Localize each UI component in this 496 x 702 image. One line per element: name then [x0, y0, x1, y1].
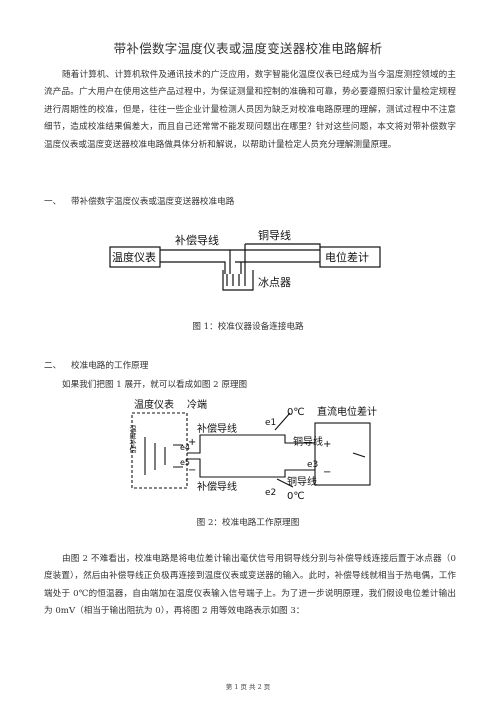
plus-sign-meter: +: [188, 437, 196, 448]
potentiometer-label: 直流电位差计: [317, 405, 377, 418]
potentiometer-label: 电位差计: [325, 250, 369, 264]
minus-sign-meter: −: [188, 465, 196, 476]
meter-side-text: 温度补偿: [129, 424, 137, 454]
comp-wire-lower-label: 补偿导线: [197, 480, 237, 493]
potentiometer-box: [319, 246, 381, 268]
figure-1-diagram: 温度仪表 补偿导线 铜导线 冰点器 电位差计: [109, 230, 381, 291]
ice-bath-vessel: [222, 270, 254, 291]
zero-upper-label: 0℃: [287, 407, 305, 418]
figure-2-caption: 图 2：校准电路工作原理图: [196, 518, 300, 528]
meter-label: 温度仪表: [112, 250, 156, 264]
meter-label: 温度仪表: [134, 398, 174, 411]
e2-label: e2: [265, 488, 276, 498]
section-1-heading: 一、带补偿数字温度仪表或温度变送器校准电路: [44, 197, 235, 207]
e3-label: e3: [307, 460, 318, 470]
intro-paragraph: 随着计算机、计算机软件及通讯技术的广泛应用，数字智能化温度仪表已经成为当今温度测…: [44, 70, 456, 150]
comp-wire-label: 补偿导线: [175, 233, 219, 247]
figure-2-diagram: 温度仪表 冷端 补偿导线 补偿导线 e1 e2 e3 e4 e5 0℃ 0℃ 铜…: [129, 398, 377, 502]
comp-wire-upper-label: 补偿导线: [197, 422, 237, 435]
section-2-heading: 二、校准电路的工作原理: [44, 361, 149, 371]
copper-wire-label: 铜导线: [258, 230, 291, 242]
page-footer: 第 1 页 共 2 页: [225, 683, 271, 691]
meter-dashed-box: [131, 412, 188, 489]
minus-sign: −: [323, 467, 331, 478]
body-paragraph-3: 由图 2 不难看出，校准电路是将电位差计输出毫伏信号用铜导线分别与补偿导线连接后…: [44, 554, 456, 617]
plus-sign: +: [323, 439, 331, 450]
e4-label: e4: [180, 443, 190, 452]
e5-label: e5: [180, 458, 190, 467]
zero-lower-label: 0℃: [287, 491, 305, 502]
figure-1-caption: 图 1：校准仪器设备连接电路: [192, 322, 304, 332]
meter-box: [109, 246, 161, 268]
copper-upper-label: 铜导线: [293, 435, 323, 448]
copper-lower-label: 铜导线: [287, 475, 317, 488]
e1-label: e1: [265, 418, 276, 428]
section-2-body: 如果我们把图 1 展开，就可以看成如图 2 原理图: [62, 380, 248, 390]
page-title: 带补偿数字温度仪表或温度变送器校准电路解析: [113, 41, 383, 56]
cold-end-label: 冷端: [187, 398, 207, 411]
potentiometer-box: [314, 422, 371, 486]
ice-point-label: 冰点器: [258, 276, 291, 289]
